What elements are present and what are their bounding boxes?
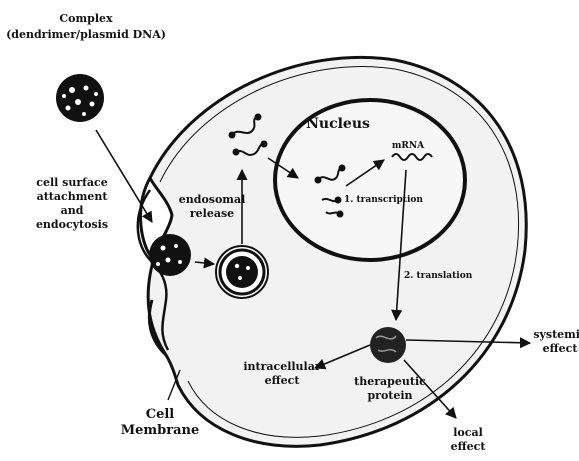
label-intracellular-line1: intracellular bbox=[243, 360, 321, 373]
dendrimer-complex bbox=[56, 74, 104, 122]
label-local-line1: local bbox=[453, 426, 483, 439]
label-membrane-line1: Cell bbox=[146, 407, 175, 422]
label-membrane-line2: Membrane bbox=[121, 423, 200, 438]
label-transcription: 1. transcription bbox=[344, 195, 423, 205]
label-endosomal-line2: release bbox=[190, 207, 234, 220]
therapeutic-protein bbox=[370, 327, 406, 363]
label-nucleus: Nucleus bbox=[306, 116, 370, 132]
label-systemic-line1: systemic bbox=[533, 328, 579, 341]
endosome bbox=[216, 246, 268, 298]
label-surface-line4: endocytosis bbox=[36, 218, 108, 231]
label-therapeutic-line2: protein bbox=[367, 389, 412, 402]
label-surface-line2: attachment bbox=[37, 190, 109, 203]
label-intracellular-line2: effect bbox=[265, 374, 301, 387]
label-complex-line2: (dendrimer/plasmid DNA) bbox=[6, 28, 166, 41]
label-systemic-line2: effect bbox=[543, 342, 579, 355]
label-translation: 2. translation bbox=[404, 271, 473, 281]
nucleus bbox=[275, 100, 465, 260]
label-complex-line1: Complex bbox=[59, 12, 113, 25]
label-local-line2: effect bbox=[451, 440, 487, 453]
label-mrna: mRNA bbox=[392, 141, 425, 151]
label-surface-line1: cell surface bbox=[36, 176, 107, 189]
label-endosomal-line1: endosomal bbox=[179, 193, 246, 206]
label-surface-line3: and bbox=[61, 204, 84, 217]
label-therapeutic-line1: therapeutic bbox=[354, 375, 426, 388]
complex-at-membrane bbox=[149, 234, 191, 276]
